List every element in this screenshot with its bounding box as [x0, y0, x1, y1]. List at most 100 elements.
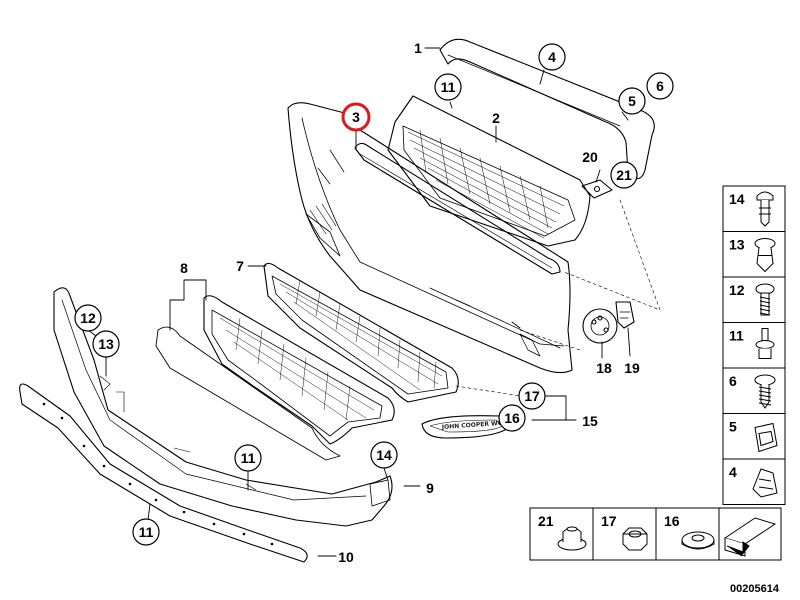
callout-label: 3	[352, 109, 360, 125]
leader-lines	[87, 47, 631, 557]
callout-16: 16	[498, 404, 526, 432]
legend-number: 5	[729, 419, 737, 435]
legend-cell	[722, 231, 786, 278]
legend-row-14: 14	[722, 185, 786, 232]
callout-circle	[646, 72, 674, 100]
emblem-badge	[421, 415, 511, 439]
upper-bumper-strip	[354, 142, 561, 275]
callout-label: 16	[504, 410, 520, 426]
callout-5: 5	[618, 87, 646, 115]
lower-grille-frame	[155, 295, 395, 461]
callout-circle	[434, 73, 462, 101]
legend-row-11: 11	[722, 322, 786, 369]
collar-nut-icon	[557, 526, 587, 551]
callout-label: 19	[624, 360, 640, 376]
callout-circle	[341, 102, 371, 132]
legend-row-17: 17	[592, 507, 657, 561]
callout-label: 4	[548, 49, 556, 65]
callout-circle	[518, 382, 546, 410]
legend-number: 21	[538, 513, 554, 529]
callout-11b: 11	[234, 444, 262, 472]
drawing-number: 00205614	[730, 583, 780, 595]
fastener-legend: 14 13 12 11 6 5 4	[722, 185, 786, 505]
callout-circle	[618, 87, 646, 115]
callout-1: 1	[414, 40, 422, 56]
legend-row-16: 16	[655, 507, 720, 561]
small-bracket	[581, 179, 613, 199]
clip-bracket	[615, 301, 635, 329]
callout-circle	[92, 330, 120, 358]
callout-7: 7	[236, 258, 244, 274]
callout-label: 17	[524, 388, 540, 404]
callout-circle	[74, 304, 102, 332]
nut-legend: 21 17 16	[529, 507, 782, 561]
callout-circle	[132, 518, 160, 546]
hex-nut-icon	[622, 527, 648, 551]
callout-label: 20	[582, 149, 598, 165]
callout-2: 2	[492, 110, 500, 126]
direction-arrow-icon	[723, 517, 777, 557]
upper-grille	[387, 95, 591, 247]
callout-4: 4	[538, 43, 566, 71]
direction-arrow-cell	[718, 507, 782, 561]
callout-circle	[610, 161, 638, 189]
callout-21: 21	[610, 161, 638, 189]
legend-row-5: 5	[722, 413, 786, 460]
callout-12: 12	[74, 304, 102, 332]
spring-clip-icon	[752, 468, 778, 498]
legend-cell	[722, 276, 786, 323]
legend-number: 13	[729, 237, 745, 253]
lower-grille	[263, 262, 459, 403]
lower-skid-strip	[19, 383, 308, 563]
callout-11a: 11	[434, 73, 462, 101]
callout-circle	[234, 444, 262, 472]
legend-number: 6	[729, 373, 737, 389]
callout-9: 9	[426, 480, 434, 496]
legend-row-13: 13	[722, 231, 786, 278]
legend-number: 17	[601, 513, 617, 529]
legend-row-4: 4	[722, 458, 786, 505]
washer-icon	[681, 531, 715, 550]
legend-number: 12	[729, 282, 745, 298]
callout-circle	[370, 441, 398, 469]
callout-label: 21	[616, 167, 632, 183]
callout-6: 6	[646, 72, 674, 100]
callout-label: 13	[98, 336, 114, 352]
clip-nut-icon	[754, 422, 778, 453]
plastic-rivet-icon	[756, 191, 774, 227]
self-tapping-screw-icon	[754, 374, 776, 409]
legend-row-12: 12	[722, 276, 786, 323]
callout-14: 14	[370, 441, 398, 469]
front-bumper-body	[287, 102, 573, 374]
callout-8: 8	[180, 260, 188, 276]
callout-label: 11	[441, 79, 456, 95]
callout-label: 2	[492, 110, 500, 126]
legend-cell	[722, 367, 786, 414]
callout-label: 15	[582, 413, 598, 429]
legend-row-6: 6	[722, 367, 786, 414]
callout-15: 15	[582, 413, 598, 429]
callout-label: 5	[628, 93, 636, 109]
callout-label: 10	[338, 549, 354, 565]
callout-19: 19	[624, 360, 640, 376]
callout-10: 10	[338, 549, 354, 565]
round-cap	[582, 308, 618, 344]
callout-label: 6	[656, 78, 664, 94]
callout-20: 20	[582, 149, 598, 165]
callout-13: 13	[92, 330, 120, 358]
legend-number: 11	[729, 328, 744, 344]
callout-label: 11	[139, 524, 154, 540]
callout-3: 3	[341, 102, 371, 132]
callout-circle	[498, 404, 526, 432]
legend-number: 4	[729, 464, 737, 480]
push-rivet-icon	[755, 328, 775, 359]
callout-label: 8	[180, 260, 188, 276]
callout-label: 11	[241, 450, 256, 466]
callout-11c: 11	[132, 518, 160, 546]
callout-label: 18	[596, 360, 612, 376]
expanding-rivet-icon	[754, 238, 776, 273]
legend-cell	[529, 507, 594, 561]
callout-circle	[538, 43, 566, 71]
callout-label: 9	[426, 480, 434, 496]
